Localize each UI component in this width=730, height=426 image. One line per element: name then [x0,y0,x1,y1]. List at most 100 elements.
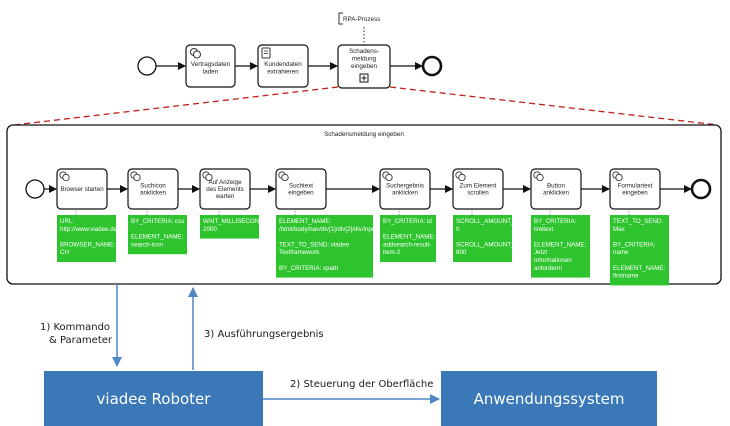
svg-text:ELEMENT_NAME:/html/body/nav/di: ELEMENT_NAME:/html/body/nav/div[1]/div[2… [279,218,377,272]
task-label-line: eingeben [622,190,648,197]
task-label-line: warten [215,193,235,200]
note-line: BY_CRITERIA: id [383,218,432,225]
note-line: BY_CRITERIA: [613,241,656,248]
note-line: http://www.viadee.de [60,226,118,233]
system-flow: 1) Kommando& Parameter 3) Ausführungserg… [40,284,657,426]
note-line: addsearch-result- [383,241,431,248]
gears-icon [59,171,70,182]
control-label: 2) Steuerung der Oberfläche [290,379,433,390]
application-system-box[interactable]: Anwendungssystem [441,371,657,426]
top-annotation: RPA-Prozess [338,12,380,43]
note-line: 800 [456,249,467,256]
task-label-line: Suchicon [140,182,166,189]
annotation-text: RPA-Prozess [343,16,380,23]
task-label-line: anklicken [140,190,166,197]
task-label-line: anklicken [392,190,418,197]
svg-text:Browser starten: Browser starten [60,186,104,193]
sub-task-1[interactable]: Browser starten [56,168,108,210]
task-label-line: Auf Anzeige [208,179,242,186]
application-label: Anwendungssystem [474,390,625,408]
note-line: linktext [534,226,554,233]
note-line: WAIT_MILLISECONDS: [203,218,270,225]
script-icon [261,47,271,59]
task-label-line: Suchtext [289,182,313,189]
task-label-line: Zum Element [460,182,497,189]
task-label-line: meldung [352,56,377,63]
gears-icon [612,171,623,182]
task-label-line: Vertragsdaten [191,61,231,68]
sub-end-event[interactable] [690,178,712,200]
note-line: Jetzt [534,249,547,256]
note-line: BROWSER_NAME: [60,241,115,248]
task-label-line: scrollen [467,190,489,197]
top-end-event[interactable] [421,55,443,77]
note-line: 2000 [203,226,217,233]
task-label-line: laden [203,69,219,76]
note-line: BY_CRITERIA: css [131,218,184,225]
note-line: Testframework [279,249,320,256]
sub-start-event[interactable] [25,179,45,199]
subprocess-title: Schadensmeldung eingeben [324,131,404,138]
note-line: ELEMENT_NAME: [613,265,666,272]
note-line: SCROLL_AMOUNT_Y: [456,241,520,248]
note-line: /html/body/nav/div[1]/div[2]/div/input [279,226,377,233]
note-line: TEXT_TO_SEND: viadee [279,241,350,248]
robot-label: viadee Roboter [97,390,212,408]
subprocess-plus-icon[interactable] [359,73,369,83]
note-line: item-2 [383,249,401,256]
top-start-event[interactable] [137,56,157,76]
task-label-line: anklicken [543,190,569,197]
parameter-note-3: WAIT_MILLISECONDS:2000 [200,215,270,239]
note-line: ELEMENT_NAME: [383,234,436,241]
note-line: ELEMENT_NAME: [534,241,587,248]
gears-icon [190,48,201,59]
svg-text:WAIT_MILLISECONDS:2000: WAIT_MILLISECONDS:2000 [203,218,270,233]
note-line: Max [613,226,626,233]
note-line: URL: [60,218,74,225]
note-line: firstname [613,273,639,280]
note-line: TEXT_TO_SEND: [613,218,663,225]
note-line: BY_CRITERIA: [534,218,577,225]
note-line: name [613,249,629,256]
task-label-line: Formulartext [618,182,653,189]
gears-icon [455,171,466,182]
robot-system-box[interactable]: viadee Roboter [44,371,263,426]
task-label-line: Schadens- [349,48,379,55]
gears-icon [202,171,213,182]
note-line: SCROLL_AMOUNT_X: [456,218,521,225]
note-line: CH [60,249,69,256]
note-line: 0 [456,226,460,233]
task-label-line: Browser starten [60,186,104,193]
